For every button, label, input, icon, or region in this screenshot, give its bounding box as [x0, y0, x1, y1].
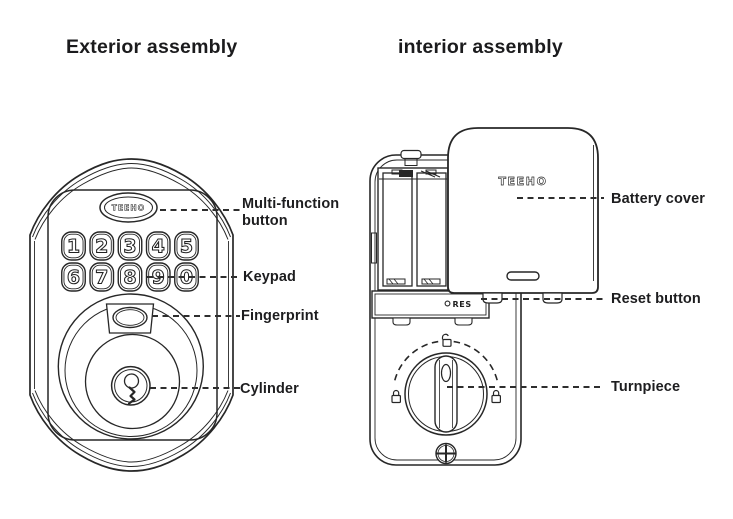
callout-line-turnpiece — [447, 386, 604, 388]
turnpiece-label: Turnpiece — [611, 379, 681, 395]
keypad-label: Keypad — [243, 269, 296, 285]
keypad-key-7: 7 — [89, 262, 115, 292]
callout-line-keypad — [147, 276, 240, 278]
unlock-icon — [441, 333, 452, 347]
battery-cell — [382, 169, 413, 287]
keypad-key-1: 1 — [61, 231, 86, 261]
escutcheon-body — [29, 158, 234, 472]
svg-text:7: 7 — [95, 267, 108, 289]
fingerprint-label: Fingerprint — [241, 308, 319, 324]
lock-icon-right — [491, 389, 501, 404]
interior-lock-figure: RES — [369, 127, 599, 466]
battery-cover-label: Battery cover — [611, 191, 705, 207]
keypad-key-3: 3 — [117, 231, 143, 261]
svg-text:2: 2 — [95, 236, 108, 258]
exterior-lock-figure: TEEHO 1 2 3 — [29, 158, 234, 472]
svg-text:1: 1 — [67, 236, 80, 258]
turnpiece-knob — [391, 333, 501, 465]
keypad-key-4: 4 — [145, 231, 171, 261]
fingerprint-window — [105, 303, 155, 334]
interior-assembly-title: interior assembly — [398, 36, 563, 58]
exterior-assembly-title: Exterior assembly — [66, 36, 238, 58]
reset-hole — [444, 300, 451, 307]
reset-button-label: Reset button — [611, 291, 701, 307]
lock-icon-left — [391, 389, 401, 404]
side-latch — [371, 232, 377, 264]
exterior-logo-text: TEEHO — [112, 203, 146, 212]
keypad: 1 2 3 4 5 — [61, 231, 199, 292]
svg-text:4: 4 — [152, 236, 165, 258]
keypad-key-8: 8 — [117, 262, 143, 292]
multi-function-button: TEEHO — [99, 192, 158, 223]
keypad-key-5: 5 — [174, 231, 199, 261]
mounting-tab — [400, 149, 422, 160]
cover-slot — [506, 271, 540, 281]
callout-line-fingerprint — [152, 315, 240, 317]
callout-line-cylinder — [150, 387, 240, 389]
keyhole-icon — [123, 373, 140, 405]
cylinder-label: Cylinder — [240, 381, 299, 397]
battery-compartment — [377, 167, 449, 291]
svg-text:8: 8 — [123, 267, 136, 289]
callout-line-reset-button — [481, 298, 604, 300]
screw-icon — [435, 442, 457, 465]
reset-strip: RES — [371, 290, 490, 326]
battery-cover: TEEHO — [447, 127, 599, 304]
reset-hole-label: RES — [453, 300, 472, 309]
svg-text:5: 5 — [180, 236, 193, 258]
svg-text:3: 3 — [123, 236, 136, 258]
multi-function-label-line2: button — [242, 213, 288, 229]
keypad-key-6: 6 — [61, 262, 86, 292]
thumbturn-bar — [434, 355, 458, 433]
interior-logo-text: TEEHO — [498, 175, 547, 188]
multi-function-label-line1: Multi-function — [242, 196, 340, 212]
callout-line-multi-function — [160, 209, 240, 211]
keypad-key-2: 2 — [89, 231, 115, 261]
battery-cell — [416, 169, 447, 287]
cylinder — [84, 333, 181, 430]
svg-text:6: 6 — [67, 267, 80, 289]
callout-line-battery-cover — [517, 197, 604, 199]
multi-function-button-label: Multi-function button — [242, 196, 339, 230]
